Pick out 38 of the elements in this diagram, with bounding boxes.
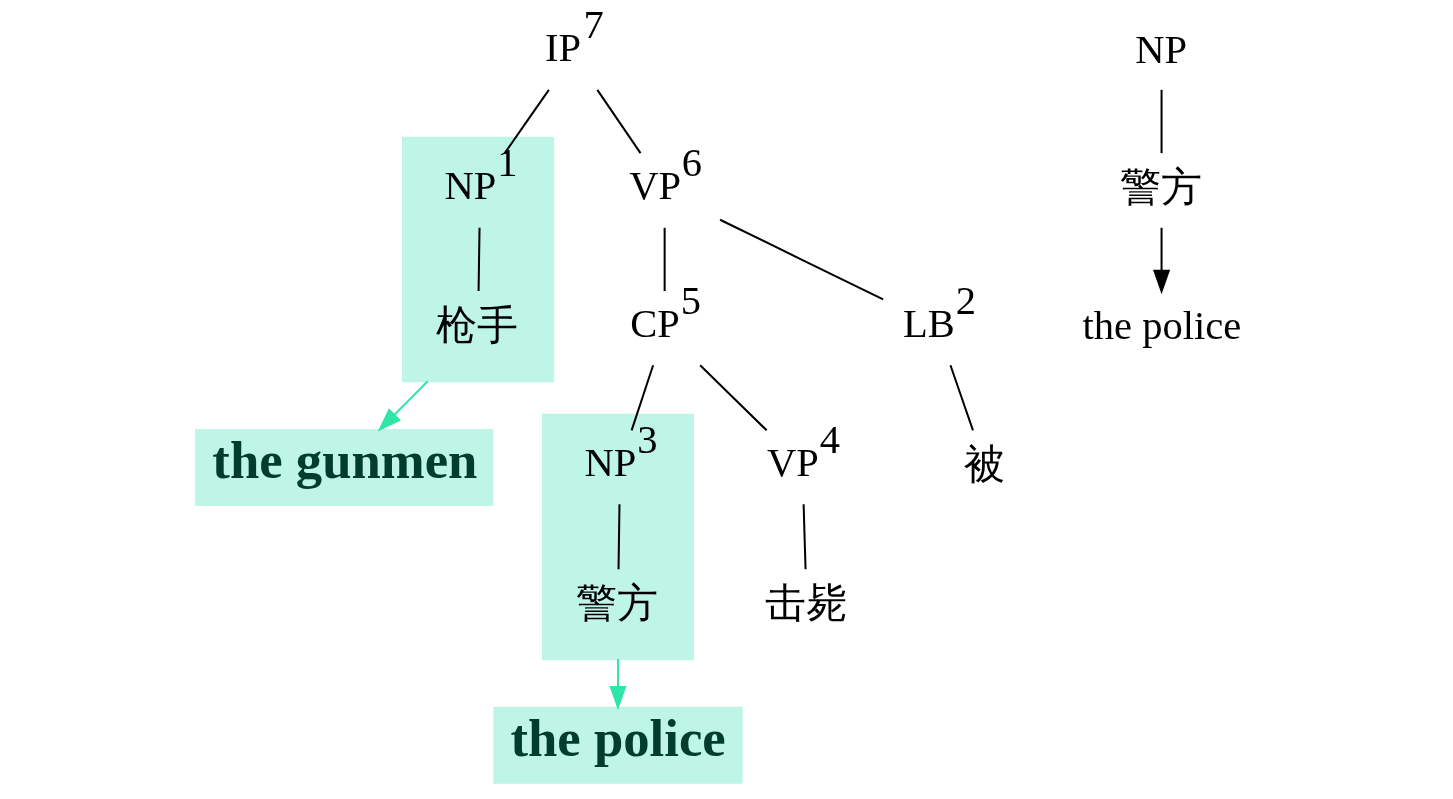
node-box: the police — [493, 706, 743, 784]
node-text: VP — [629, 162, 681, 208]
node-text: LB — [902, 300, 955, 346]
node-text: the police — [1082, 302, 1242, 348]
node-label: 1 — [497, 140, 518, 186]
connector — [699, 364, 768, 432]
node-label: 2 — [955, 278, 976, 324]
node-label: 3 — [637, 417, 658, 463]
connector — [1160, 89, 1163, 154]
connector — [503, 89, 550, 154]
arrow — [1153, 227, 1171, 295]
cluster — [541, 413, 695, 661]
node-text: NP — [444, 162, 497, 208]
connector — [596, 89, 642, 154]
connector — [949, 364, 974, 431]
node-text: NP — [1135, 26, 1188, 72]
node-text: CP — [630, 300, 680, 346]
node-text: 枪手 — [436, 302, 519, 348]
node-text: 警方 — [576, 580, 659, 626]
connector — [719, 218, 884, 301]
connector — [617, 504, 621, 570]
node-box: the gunmen — [195, 428, 494, 506]
node-text: 被 — [963, 441, 1005, 487]
connector — [663, 227, 666, 292]
node-label: 7 — [583, 2, 604, 48]
cluster — [401, 136, 555, 383]
node-text: VP — [767, 439, 819, 485]
node-label: 5 — [680, 278, 702, 324]
connector — [477, 227, 481, 292]
connector — [802, 504, 807, 570]
arrow — [609, 659, 627, 711]
node-label: 6 — [681, 140, 703, 186]
node-text: 警方 — [1119, 164, 1202, 210]
node-text: NP — [584, 439, 637, 485]
node-label: 4 — [819, 417, 841, 463]
arrow — [377, 380, 429, 432]
node-text: 击毙 — [765, 580, 848, 626]
node-text: IP — [544, 24, 582, 70]
